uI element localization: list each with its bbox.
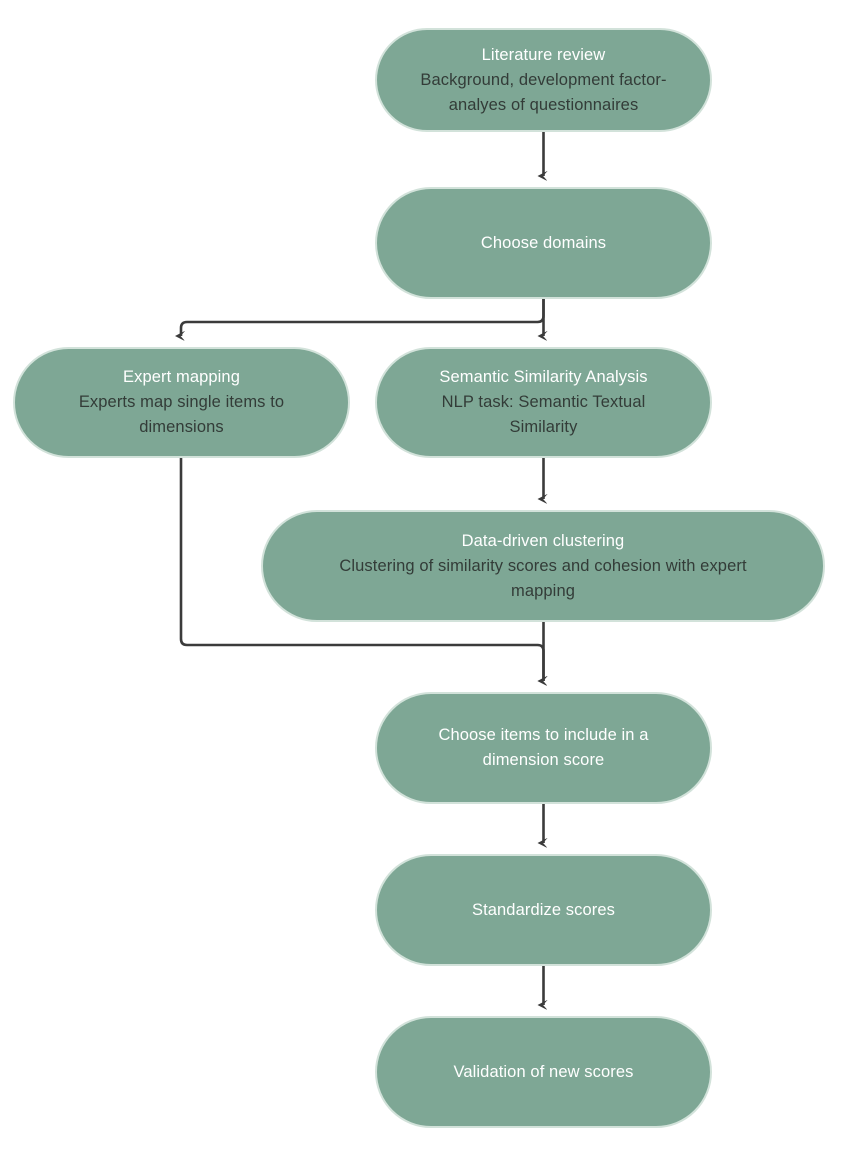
node-literature-review[interactable]: Literature review Background, developmen… (375, 28, 712, 132)
node-title: Validation of new scores (453, 1062, 634, 1081)
node-choose-items[interactable]: Choose items to include in a dimension s… (375, 692, 712, 804)
node-subtitle: Clustering of similarity scores and cohe… (339, 556, 747, 600)
node-title: Expert mapping (123, 368, 240, 386)
node-semantic-similarity-analysis[interactable]: Semantic Similarity Analysis NLP task: S… (375, 347, 712, 458)
node-expert-mapping[interactable]: Expert mapping Experts map single items … (13, 347, 350, 458)
node-choose-domains[interactable]: Choose domains (375, 187, 712, 299)
node-standardize-scores[interactable]: Standardize scores (375, 854, 712, 966)
node-subtitle: Experts map single items to dimensions (78, 393, 285, 436)
node-title: Choose items to include in a dimension s… (438, 726, 649, 769)
node-title: Data-driven clustering (461, 531, 625, 550)
node-validation-of-new-scores[interactable]: Validation of new scores (375, 1016, 712, 1128)
node-title: Standardize scores (471, 900, 616, 919)
edge-domains-to-expert (181, 299, 545, 336)
node-subtitle: NLP task: Semantic Textual Similarity (441, 393, 646, 436)
node-subtitle: Background, development factor- analyes … (420, 70, 667, 114)
node-title: Choose domains (480, 233, 607, 252)
node-title: Literature review (481, 45, 606, 64)
node-title: Semantic Similarity Analysis (439, 368, 648, 386)
node-data-driven-clustering[interactable]: Data-driven clustering Clustering of sim… (261, 510, 825, 622)
